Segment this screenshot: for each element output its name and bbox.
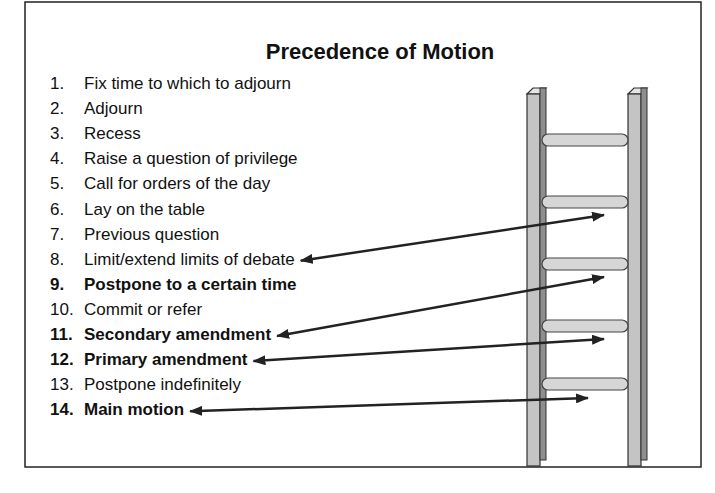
item-number: 3. (50, 123, 64, 145)
item-number: 10. (50, 299, 74, 321)
motion-name: Recess (84, 123, 141, 145)
item-number: 14. (50, 399, 74, 421)
pointer-arrow (301, 215, 604, 261)
motion-name: Adjourn (84, 98, 143, 120)
rail-side (641, 88, 647, 460)
ladder-rail (527, 94, 540, 466)
item-number: 6. (50, 199, 64, 221)
ladder-rung (542, 378, 628, 390)
ladder-rung (542, 320, 628, 332)
item-number: 13. (50, 374, 74, 396)
motion-name: Lay on the table (84, 199, 205, 221)
item-number: 12. (50, 349, 74, 371)
diagram-title: Precedence of Motion (40, 38, 715, 66)
pointer-arrow (190, 398, 588, 411)
motion-name: Call for orders of the day (84, 173, 270, 195)
pointer-arrow (253, 339, 604, 361)
item-number: 7. (50, 224, 64, 246)
item-number: 5. (50, 173, 64, 195)
motion-name: Previous question (84, 224, 219, 246)
motion-name: Fix time to which to adjourn (84, 73, 291, 95)
motion-name: Postpone indefinitely (84, 374, 241, 396)
motion-name: Raise a question of privilege (84, 148, 298, 170)
pointer-arrow (277, 277, 604, 336)
motion-name: Limit/extend limits of debate (84, 249, 295, 271)
motion-name: Secondary amendment (84, 324, 271, 346)
item-number: 9. (50, 274, 64, 296)
motion-name: Primary amendment (84, 349, 247, 371)
item-number: 11. (50, 324, 73, 346)
motion-name: Commit or refer (84, 299, 202, 321)
motion-name: Postpone to a certain time (84, 274, 297, 296)
item-number: 4. (50, 148, 64, 170)
ladder-rail (628, 94, 641, 466)
ladder-rung (542, 196, 628, 208)
item-number: 2. (50, 98, 64, 120)
item-number: 8. (50, 249, 64, 271)
ladder-rung (542, 258, 628, 270)
motion-name: Main motion (84, 399, 184, 421)
frame-border (25, 2, 701, 467)
item-number: 1. (50, 73, 64, 95)
ladder-rung (542, 134, 628, 146)
